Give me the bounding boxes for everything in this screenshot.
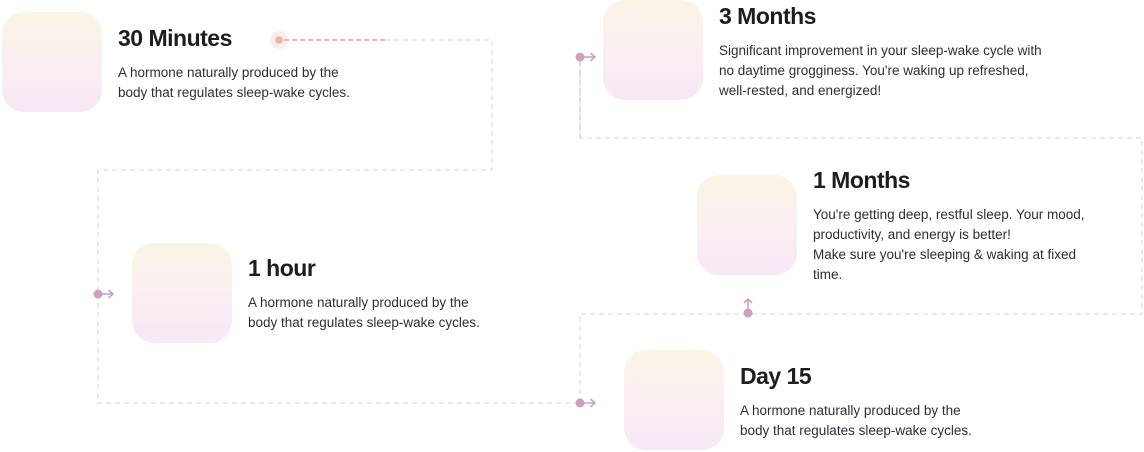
step-1months-description: You're getting deep, restful sleep. Your… [813,207,1085,282]
step-3months-description: Significant improvement in your sleep-wa… [719,43,1042,98]
connector-path-1hour-to-day15 [97,294,580,404]
step-30min-description: A hormone naturally produced by the body… [118,65,350,100]
connector-path-30min-to-1hour [97,39,493,294]
step-1hour-title: 1 hour [248,255,316,281]
step-day15-description: A hormone naturally produced by the body… [740,403,972,438]
arrow-right-icon-1hour [93,289,114,299]
step-1months-image [697,175,797,275]
arrow-up-icon-1months [743,298,753,318]
arrow-right-icon-3months [575,52,596,62]
step-day15-title: Day 15 [740,363,812,389]
step-day15-image [624,350,724,450]
step-3months-title: 3 Months [719,3,816,29]
step-1hour-description: A hormone naturally produced by the body… [248,295,480,330]
step-3months-image [603,0,703,100]
connector-path-day15-to-1months [579,57,1143,403]
start-marker [270,31,385,49]
step-30min-title: 30 Minutes [118,25,232,51]
step-30min-image [2,12,102,112]
step-1months-title: 1 Months [813,167,910,193]
step-1hour-image [132,243,232,343]
arrow-right-icon-day15 [575,398,596,408]
